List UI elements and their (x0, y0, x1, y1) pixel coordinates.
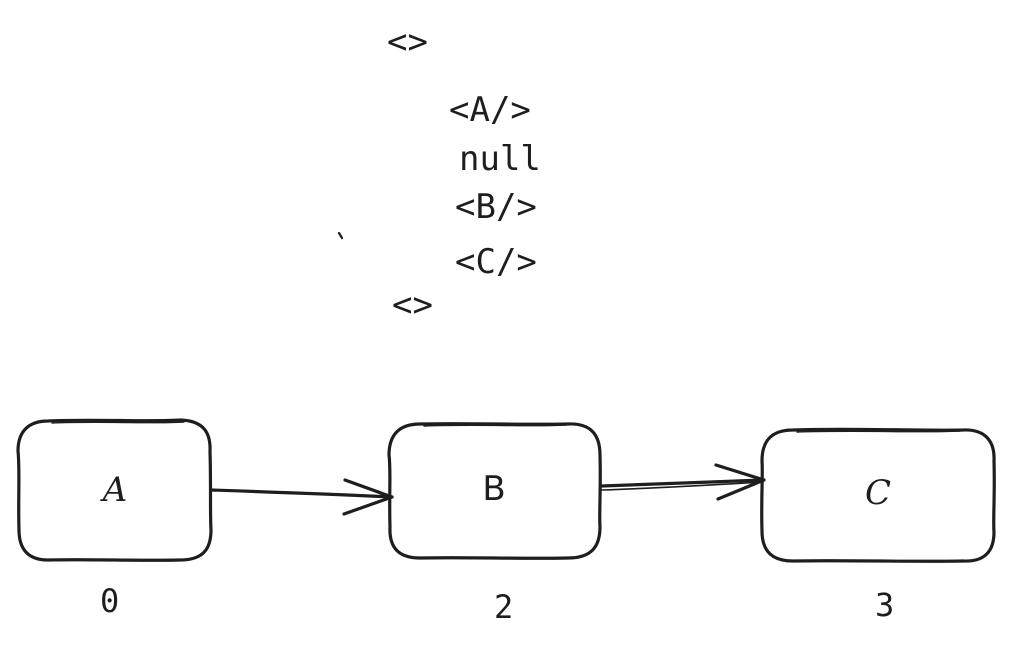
node-index-b: 2 (494, 588, 514, 626)
code-line-c: <C/> (455, 242, 537, 282)
node-index-c: 3 (875, 586, 895, 624)
node-box-b[interactable] (387, 422, 602, 560)
stray-mark (337, 231, 344, 240)
node-label-c: C (864, 473, 891, 513)
node-label-a: A (102, 470, 128, 510)
code-line-a: <A/> (449, 90, 531, 130)
node-box-a[interactable] (16, 418, 213, 562)
arrow-b-to-c (600, 478, 766, 488)
code-line-null: null (459, 139, 541, 179)
arrowhead-b-to-c (714, 463, 766, 501)
node-index-a: 0 (100, 582, 120, 620)
code-line-b: <B/> (455, 187, 537, 227)
arrowhead-a-to-b (342, 478, 394, 516)
code-open-fragment: <> (387, 22, 428, 62)
code-close-fragment: <> (392, 285, 433, 325)
arrow-a-to-b (209, 488, 394, 499)
node-box-c[interactable] (760, 427, 996, 563)
node-label-b: B (482, 469, 506, 509)
